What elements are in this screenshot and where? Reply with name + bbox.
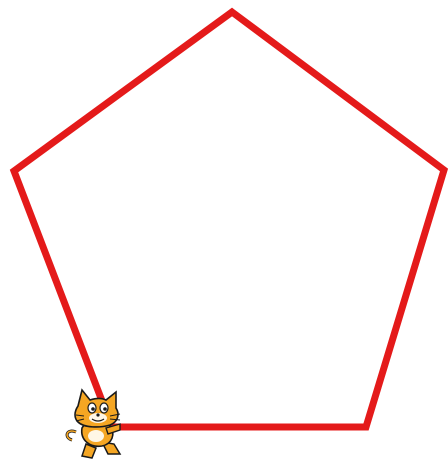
cat-sprite[interactable] bbox=[67, 390, 120, 458]
pen-pentagon bbox=[14, 12, 444, 427]
